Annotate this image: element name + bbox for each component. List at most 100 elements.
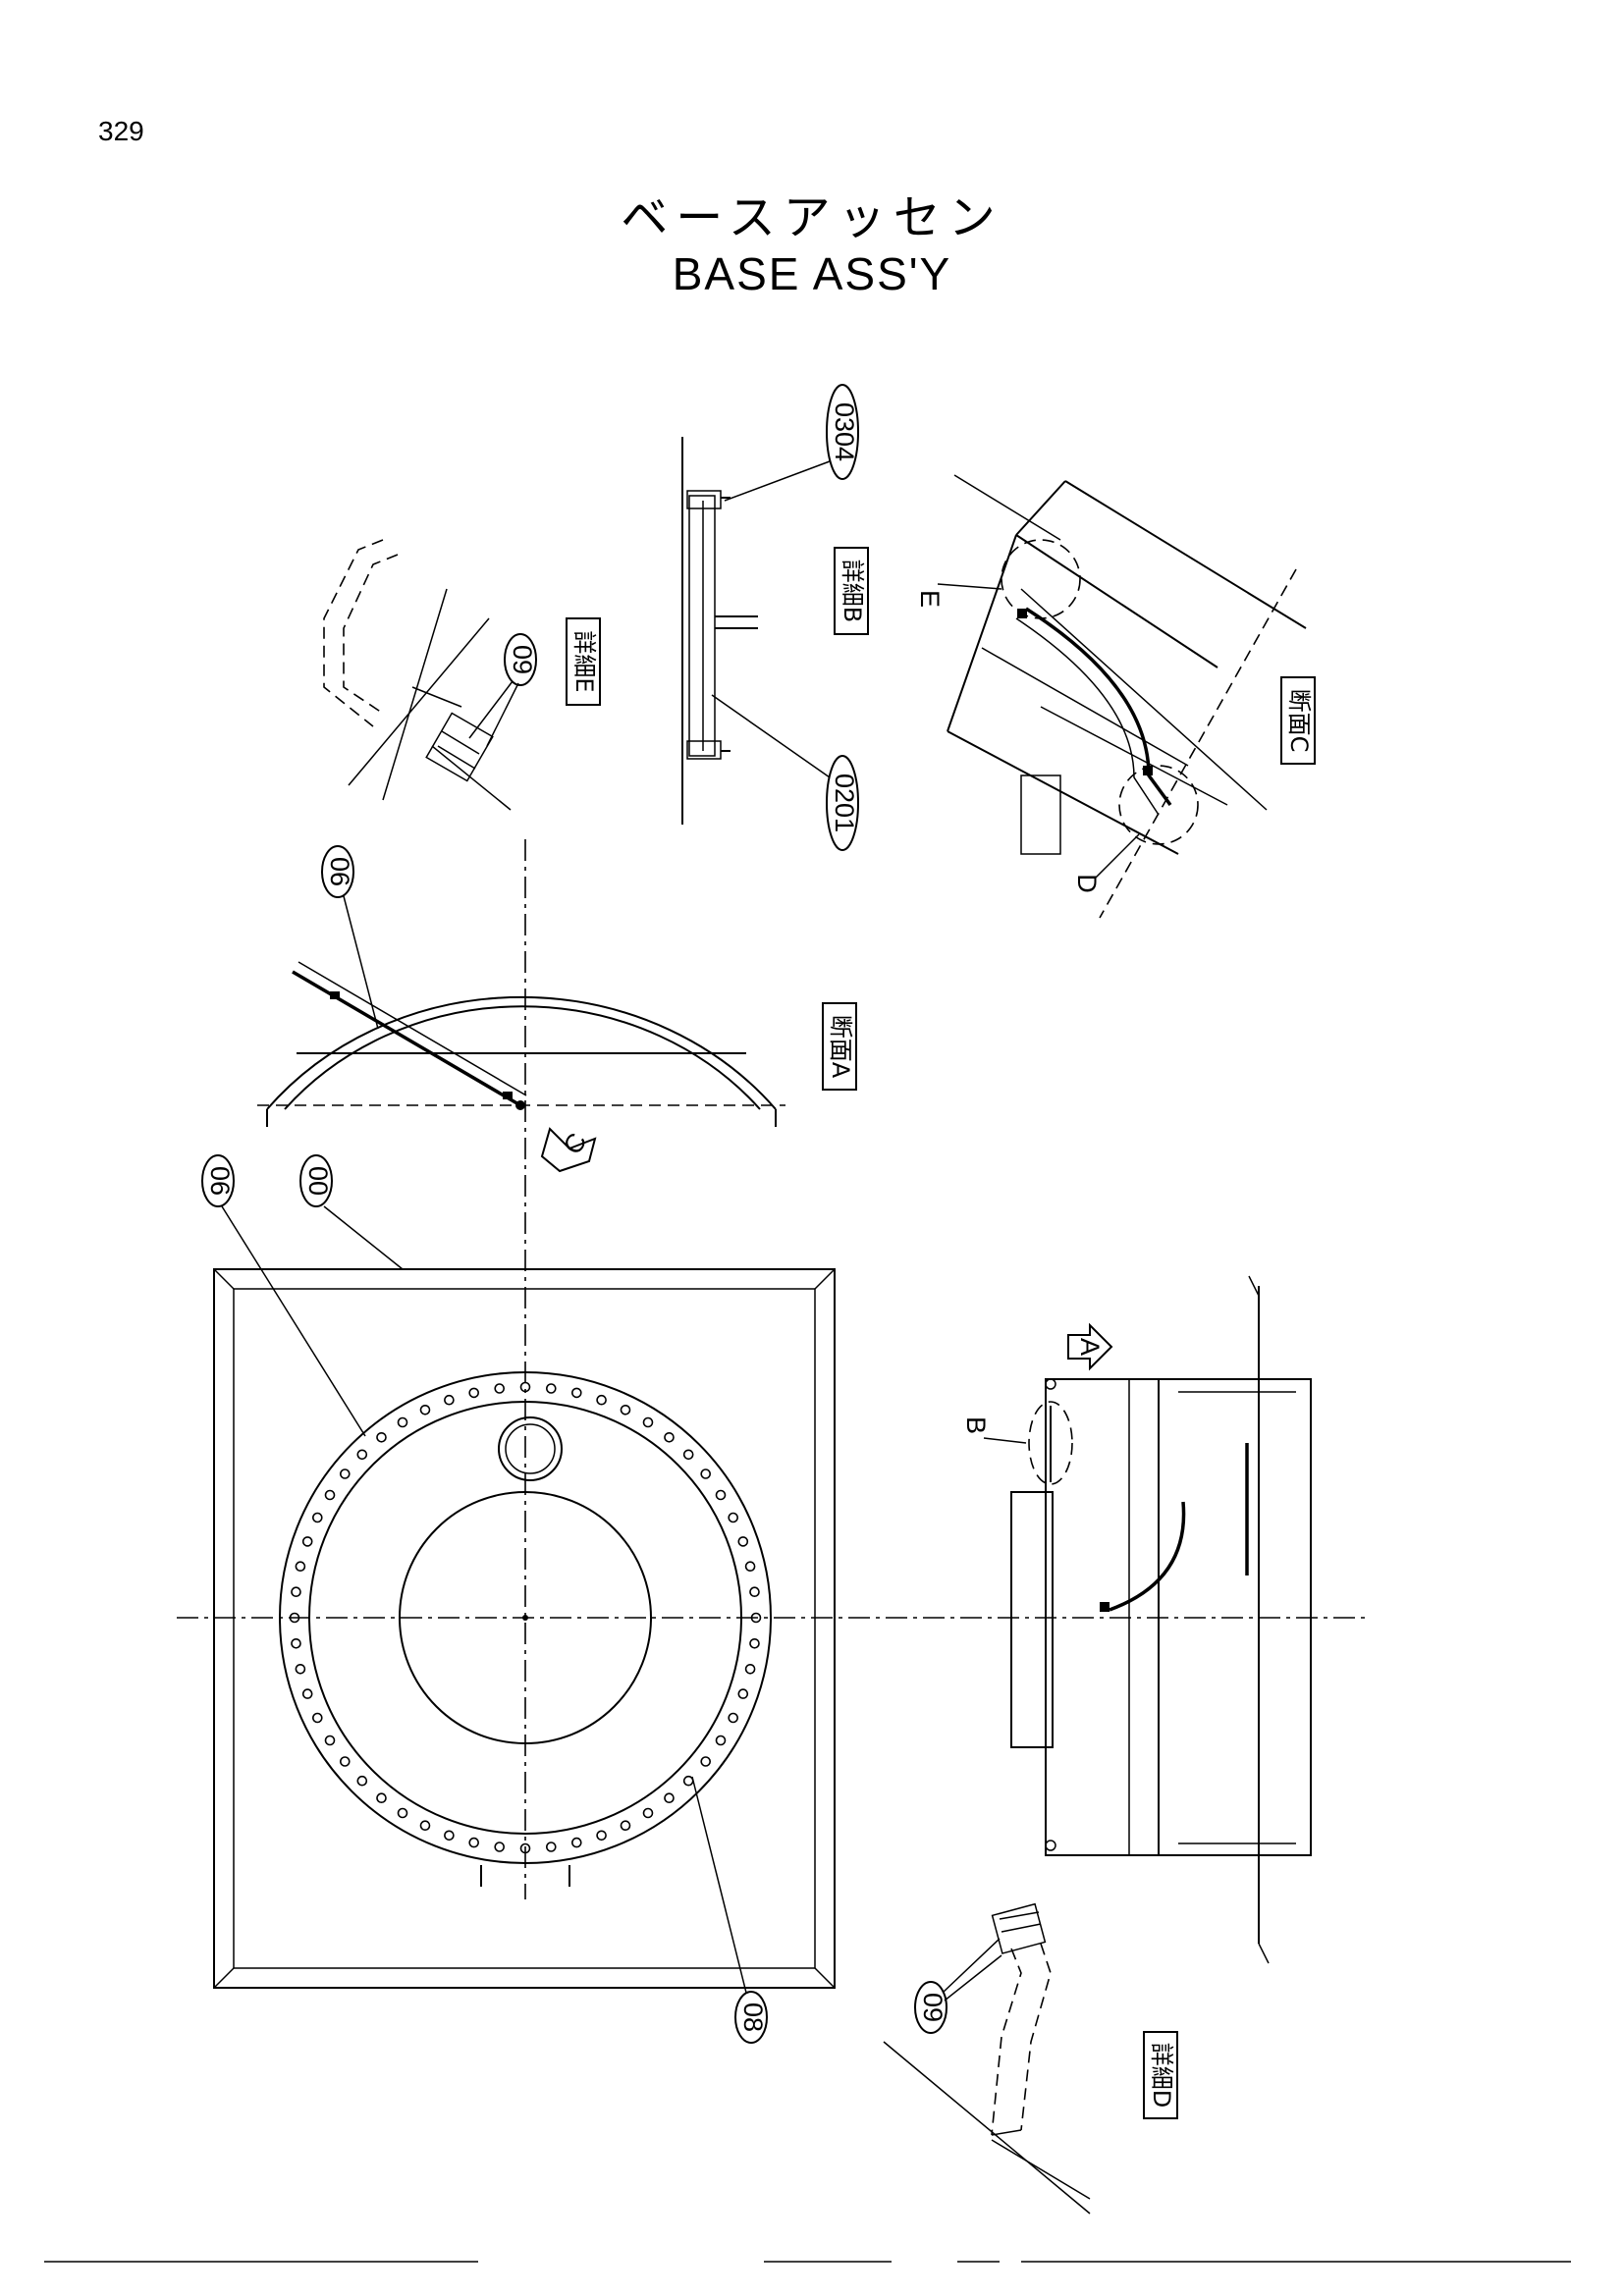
base-plan-view <box>177 839 1365 1989</box>
bolt-hole <box>682 1449 694 1461</box>
bolt-hole <box>468 1387 480 1399</box>
bolt-hole <box>324 1489 336 1501</box>
bolt-hole <box>444 1394 455 1406</box>
bolt-hole <box>339 1756 351 1767</box>
bolt-hole <box>570 1837 582 1848</box>
bolt-hole <box>291 1638 301 1649</box>
label-detail-b: 詳細B <box>834 547 869 635</box>
view-arrow-c: C <box>540 1127 597 1173</box>
bolt-hole <box>728 1712 739 1724</box>
bolt-hole <box>596 1830 607 1842</box>
bolt-hole <box>642 1416 654 1428</box>
bolt-hole <box>682 1775 694 1787</box>
svg-text:断面C: 断面C <box>1285 689 1313 753</box>
bolt-hole <box>749 1586 760 1597</box>
svg-text:0304: 0304 <box>830 402 859 461</box>
svg-text:E: E <box>915 590 945 608</box>
bolt-hole <box>356 1775 368 1787</box>
bolt-hole <box>376 1792 387 1803</box>
bolt-hole <box>749 1638 760 1649</box>
svg-text:C: C <box>558 1128 593 1159</box>
section-a-view <box>257 961 785 1127</box>
side-elevation-view <box>1010 1275 1312 1964</box>
detail-d-view <box>883 1902 1091 2215</box>
marker-e: E <box>915 583 1002 608</box>
bolt-hole <box>376 1432 387 1443</box>
bolt-hole <box>301 1536 313 1547</box>
svg-text:詳細D: 詳細D <box>1148 2043 1175 2108</box>
bolt-hole <box>620 1820 631 1831</box>
marker-b: B <box>961 1416 1027 1444</box>
svg-text:0201: 0201 <box>830 774 859 832</box>
label-detail-d: 詳細D <box>1143 2031 1178 2119</box>
bolt-hole <box>545 1383 557 1394</box>
bolt-hole <box>715 1735 727 1746</box>
balloon-03-04: 0304 <box>724 384 859 502</box>
bolt-hole <box>339 1468 351 1479</box>
label-section-a: 断面A <box>822 1002 857 1091</box>
balloon-02-01: 0201 <box>711 694 859 851</box>
section-c-view <box>947 474 1307 919</box>
balloon-06-bottom: 08 <box>691 1776 768 2044</box>
balloon-00: 00 <box>299 1154 404 1270</box>
title-japanese: ベースアッセン <box>621 190 1003 245</box>
svg-text:09: 09 <box>918 1993 947 2022</box>
svg-text:D: D <box>1072 874 1102 893</box>
bolt-hole <box>664 1432 675 1443</box>
bolt-hole <box>419 1820 431 1831</box>
bolt-hole <box>291 1586 301 1597</box>
bolt-hole <box>295 1664 306 1675</box>
svg-text:08: 08 <box>738 2002 768 2032</box>
balloon-06-top: 06 <box>201 1154 366 1437</box>
svg-text:断面A: 断面A <box>827 1015 854 1079</box>
bolt-hole <box>596 1394 607 1406</box>
bolt-hole <box>419 1405 431 1415</box>
bolt-hole <box>494 1383 506 1394</box>
label-section-c: 断面C <box>1280 676 1316 765</box>
bolt-hole <box>494 1842 506 1852</box>
svg-text:06: 06 <box>205 1166 235 1196</box>
page-number: 329 <box>98 116 144 146</box>
bolt-hole <box>295 1561 306 1572</box>
svg-text:A: A <box>1075 1338 1105 1356</box>
svg-text:00: 00 <box>303 1166 333 1196</box>
balloon-09-e: 09 <box>468 633 537 747</box>
marker-d: D <box>1072 833 1140 893</box>
bolt-hole <box>744 1561 756 1572</box>
bolt-hole <box>444 1830 455 1842</box>
bolt-hole <box>397 1807 408 1819</box>
bolt-hole <box>570 1387 582 1399</box>
bolt-hole <box>737 1536 749 1547</box>
bolt-hole <box>642 1807 654 1819</box>
bolt-hole <box>728 1512 739 1523</box>
bolt-hole <box>311 1712 323 1724</box>
bolt-hole <box>744 1664 756 1675</box>
detail-e-view <box>323 539 512 811</box>
bolt-hole <box>664 1792 675 1803</box>
bolt-hole <box>301 1688 313 1699</box>
svg-text:06: 06 <box>325 857 354 886</box>
balloon-08: 06 <box>321 845 379 1030</box>
bolt-hole <box>700 1756 712 1767</box>
bolt-hole <box>311 1512 323 1523</box>
svg-text:B: B <box>961 1416 991 1434</box>
view-arrow-a: A <box>1067 1322 1113 1371</box>
bolt-hole <box>545 1842 557 1852</box>
bolt-hole <box>700 1468 712 1479</box>
detail-b-view <box>681 437 758 825</box>
bolt-hole <box>620 1405 631 1415</box>
bolt-hole <box>356 1449 368 1461</box>
bolt-hole <box>324 1735 336 1746</box>
bolt-hole <box>737 1688 749 1699</box>
bolt-hole <box>468 1837 480 1848</box>
bolt-hole <box>397 1416 408 1428</box>
svg-text:09: 09 <box>508 645 537 674</box>
svg-text:詳細B: 詳細B <box>839 560 866 622</box>
bolt-holes <box>289 1381 762 1854</box>
svg-text:詳細E: 詳細E <box>570 630 598 692</box>
balloon-09-d: 09 <box>914 1938 1002 2034</box>
title-english: BASE ASS'Y <box>672 248 952 299</box>
bolt-hole <box>715 1489 727 1501</box>
label-detail-e: 詳細E <box>566 617 601 706</box>
